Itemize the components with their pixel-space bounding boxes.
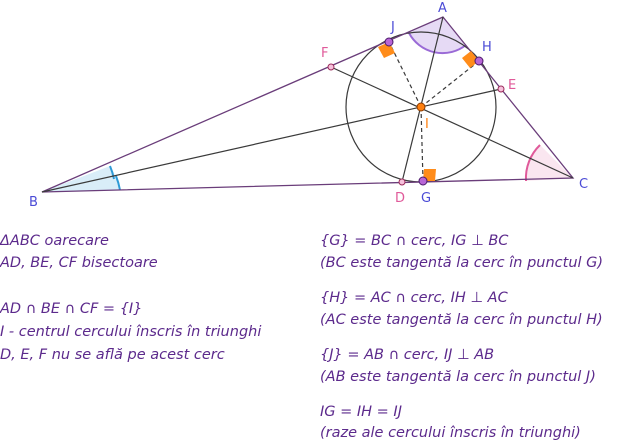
radius-ih [420,60,480,108]
note-intersection: AD ∩ BE ∩ CF = {I} [0,301,143,317]
point-h [474,56,484,66]
label-j: J [390,20,395,35]
point-f [327,63,335,71]
angle-b-arc-upper [109,165,115,180]
label-a: A [438,1,447,16]
label-h: H [482,40,492,55]
bisector-cf [330,66,574,179]
right-angle-h [462,51,479,68]
note-radii-equal: IG = IH = IJ [320,404,402,420]
geometry-figure: A B C D E F G H I J [29,1,588,210]
radius-ij [388,41,422,108]
point-e [497,85,505,93]
note-radii-caption: (raze ale cercului înscris în triunghi) [320,425,581,441]
label-g: G [421,191,431,206]
note-h-tangent: (AC este tangentă la cerc în punctul H) [320,312,603,328]
point-g [418,176,428,186]
radius-ig [420,106,424,182]
angle-c-mark [525,145,573,181]
label-c: C [579,177,588,192]
label-i: I [425,117,429,132]
point-d [398,178,406,186]
note-incenter: I - centrul cercului înscris în triunghi [0,324,262,340]
triangle-abc [41,16,575,193]
label-e: E [508,78,516,93]
note-j-definition: {J} = AB ∩ cerc, IJ ⊥ AB [320,347,495,363]
note-feet: D, E, F nu se află pe acest cerc [0,347,225,363]
bisector-ad [401,16,444,183]
angle-c-arc [524,144,541,182]
label-b: B [29,195,38,210]
label-f: F [321,46,328,61]
angle-a-mark [409,17,466,54]
point-j [384,37,394,47]
note-g-definition: {G} = BC ∩ cerc, IG ⊥ BC [320,233,509,249]
note-bisectors: AD, BE, CF bisectoare [0,255,158,271]
label-d: D [395,191,405,206]
angle-b-mark [42,166,120,192]
note-h-definition: {H} = AC ∩ cerc, IH ⊥ AC [320,290,508,306]
point-i [416,102,426,112]
note-g-tangent: (BC este tangentă la cerc în punctul G) [320,255,604,271]
note-j-tangent: (AB este tangentă la cerc în punctul J) [320,369,596,385]
note-triangle: ΔABC oarecare [0,233,109,249]
